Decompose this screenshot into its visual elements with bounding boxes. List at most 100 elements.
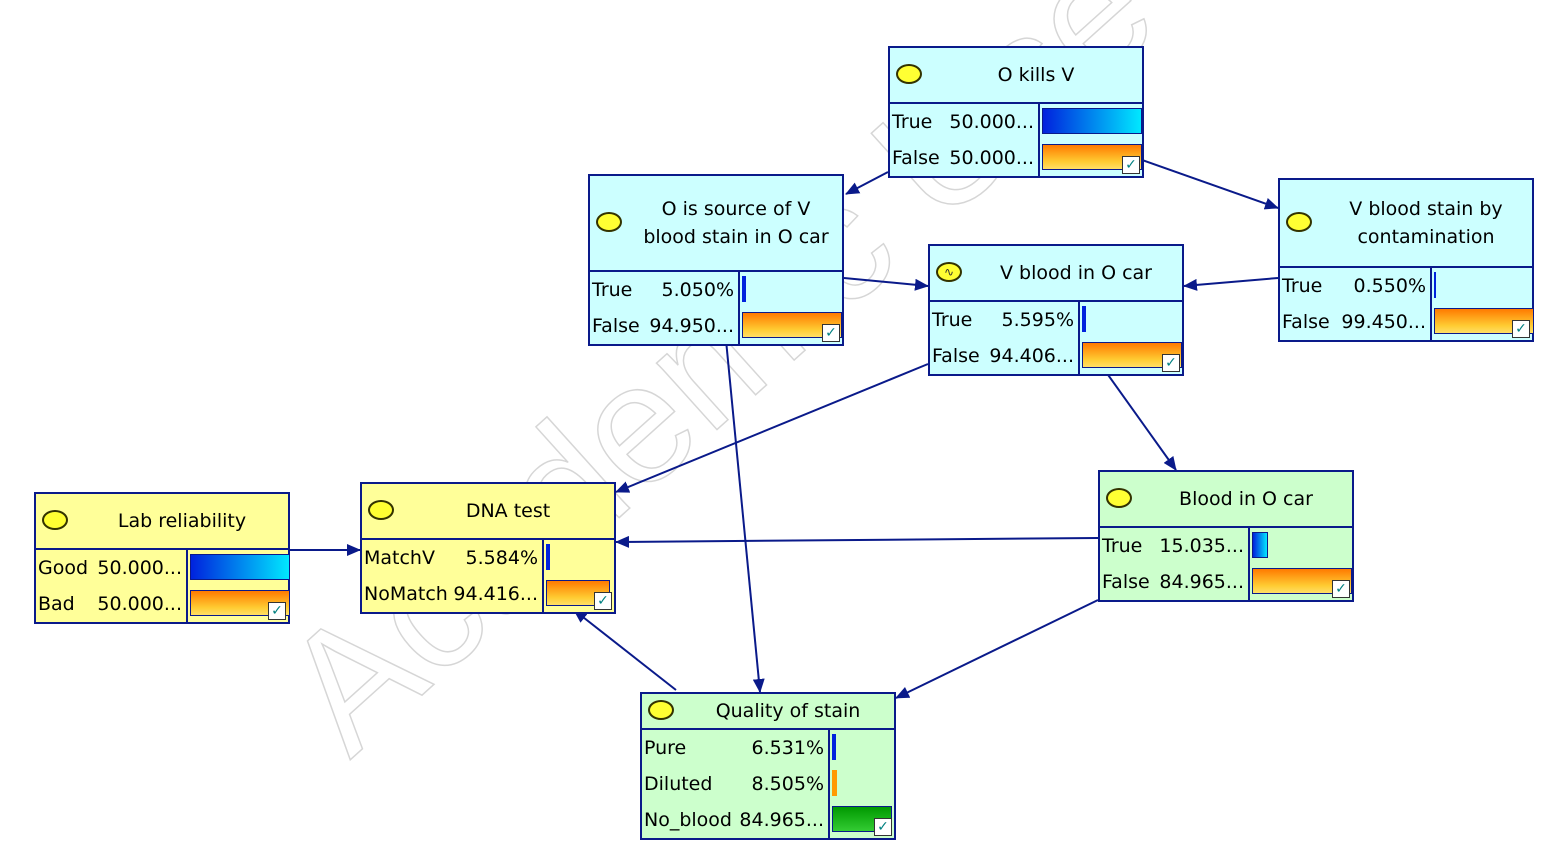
node-title: Quality of stain <box>715 700 861 722</box>
node-title: O is source of V blood stain in O car <box>643 198 829 248</box>
state-row[interactable]: No_blood 84.965... ✓ <box>642 802 894 838</box>
edge-bloodcar-quality <box>895 599 1099 699</box>
state-row[interactable]: False 84.965... ✓ <box>1100 564 1352 600</box>
check-icon: ✓ <box>1122 156 1140 174</box>
check-icon: ✓ <box>1162 354 1180 372</box>
edge-bloodcar-dna <box>615 535 1099 548</box>
state-name: False <box>892 147 940 169</box>
node-status-icon <box>42 510 68 530</box>
edge-quality-dna <box>573 609 677 691</box>
state-name: Pure <box>644 737 687 759</box>
state-value: 94.950... <box>649 315 734 337</box>
state-name: False <box>932 345 980 367</box>
state-name: True <box>592 279 633 301</box>
state-name: MatchV <box>364 547 435 569</box>
node-blood-in-o-car[interactable]: Blood in O car True 15.035... False 84.965… <box>1098 470 1354 602</box>
state-row[interactable]: MatchV 5.584% <box>362 540 614 576</box>
state-row[interactable]: False 94.406... ✓ <box>930 338 1182 374</box>
belief-bar <box>1082 306 1086 332</box>
check-icon: ✓ <box>874 818 892 836</box>
edge-osource-quality <box>725 339 765 693</box>
state-row[interactable]: False 50.000... ✓ <box>890 140 1142 176</box>
state-name: True <box>892 111 933 133</box>
check-icon: ✓ <box>268 602 286 620</box>
node-status-icon <box>596 212 622 232</box>
state-row[interactable]: False 94.950... ✓ <box>590 308 842 344</box>
state-value: 6.531% <box>751 737 824 759</box>
edge-osource-vblood <box>843 277 929 291</box>
state-name: Diluted <box>644 773 713 795</box>
state-row[interactable]: Bad 50.000... ✓ <box>36 586 290 622</box>
node-title: Lab reliability <box>117 510 247 532</box>
state-value: 94.416... <box>453 583 538 605</box>
node-o-kills-v[interactable]: O kills V True 50.000... False 50.000... ✓ <box>888 46 1144 178</box>
state-value: 84.965... <box>1159 571 1244 593</box>
node-status-icon <box>368 500 394 520</box>
state-value: 5.595% <box>1001 309 1074 331</box>
node-status-icon <box>648 700 674 720</box>
state-row[interactable]: True 5.595% <box>930 302 1182 338</box>
edge-vcontam-vblood <box>1183 277 1279 291</box>
belief-bar <box>832 770 837 796</box>
state-value: 50.000... <box>949 111 1034 133</box>
node-status-icon <box>1106 488 1132 508</box>
edge-okills-osource <box>845 171 889 195</box>
state-value: 94.406... <box>989 345 1074 367</box>
belief-bar <box>546 544 550 570</box>
belief-bar <box>1042 108 1142 134</box>
belief-bar <box>1252 532 1268 558</box>
check-icon: ✓ <box>594 592 612 610</box>
state-value: 50.000... <box>97 593 182 615</box>
state-name: NoMatch <box>364 583 448 605</box>
state-name: Good <box>38 557 89 579</box>
state-value: 8.505% <box>751 773 824 795</box>
node-status-icon <box>896 64 922 84</box>
state-value: 50.000... <box>949 147 1034 169</box>
state-name: True <box>1102 535 1143 557</box>
check-icon: ✓ <box>1512 320 1530 338</box>
node-title: V blood stain by contamination <box>1349 198 1503 248</box>
state-row[interactable]: Pure 6.531% <box>642 730 894 766</box>
state-row[interactable]: True 15.035... <box>1100 528 1352 564</box>
node-title: O kills V <box>997 64 1075 86</box>
state-value: 99.450... <box>1341 311 1426 333</box>
state-value: 50.000... <box>97 557 182 579</box>
node-o-source[interactable]: O is source of V blood stain in O car Tr… <box>588 174 844 346</box>
state-row[interactable]: Diluted 8.505% <box>642 766 894 802</box>
state-value: 15.035... <box>1159 535 1244 557</box>
state-value: 84.965... <box>739 809 824 831</box>
state-name: Bad <box>38 593 75 615</box>
node-quality-of-stain[interactable]: Quality of stain Pure 6.531% Diluted 8.505… <box>640 692 896 840</box>
node-lab-reliability[interactable]: Lab reliability Good 50.000... Bad 50.000.… <box>34 492 290 624</box>
state-value: 5.584% <box>465 547 538 569</box>
state-name: True <box>1282 275 1323 297</box>
state-row[interactable]: Good 50.000... <box>36 550 290 586</box>
check-icon: ✓ <box>1332 580 1350 598</box>
node-status-icon <box>1286 212 1312 232</box>
node-title: Blood in O car <box>1179 488 1313 510</box>
state-name: No_blood <box>644 809 732 831</box>
state-name: True <box>932 309 973 331</box>
check-icon: ✓ <box>822 324 840 342</box>
state-row[interactable]: True 50.000... <box>890 104 1142 140</box>
node-title: V blood in O car <box>1000 262 1152 284</box>
node-v-blood-in-o-car[interactable]: ∿ V blood in O car True 5.595% False 94.40… <box>928 244 1184 376</box>
edge-okills-vcontam <box>1141 159 1279 210</box>
state-name: False <box>592 315 640 337</box>
edge-vblood-dna <box>615 363 929 493</box>
node-title: DNA test <box>465 500 551 522</box>
edge-vblood-bloodcar <box>1105 371 1177 471</box>
evidence-wave-icon: ∿ <box>936 262 962 282</box>
belief-bar <box>190 554 290 580</box>
state-name: False <box>1102 571 1150 593</box>
belief-bar <box>742 276 746 302</box>
belief-bar <box>832 734 836 760</box>
